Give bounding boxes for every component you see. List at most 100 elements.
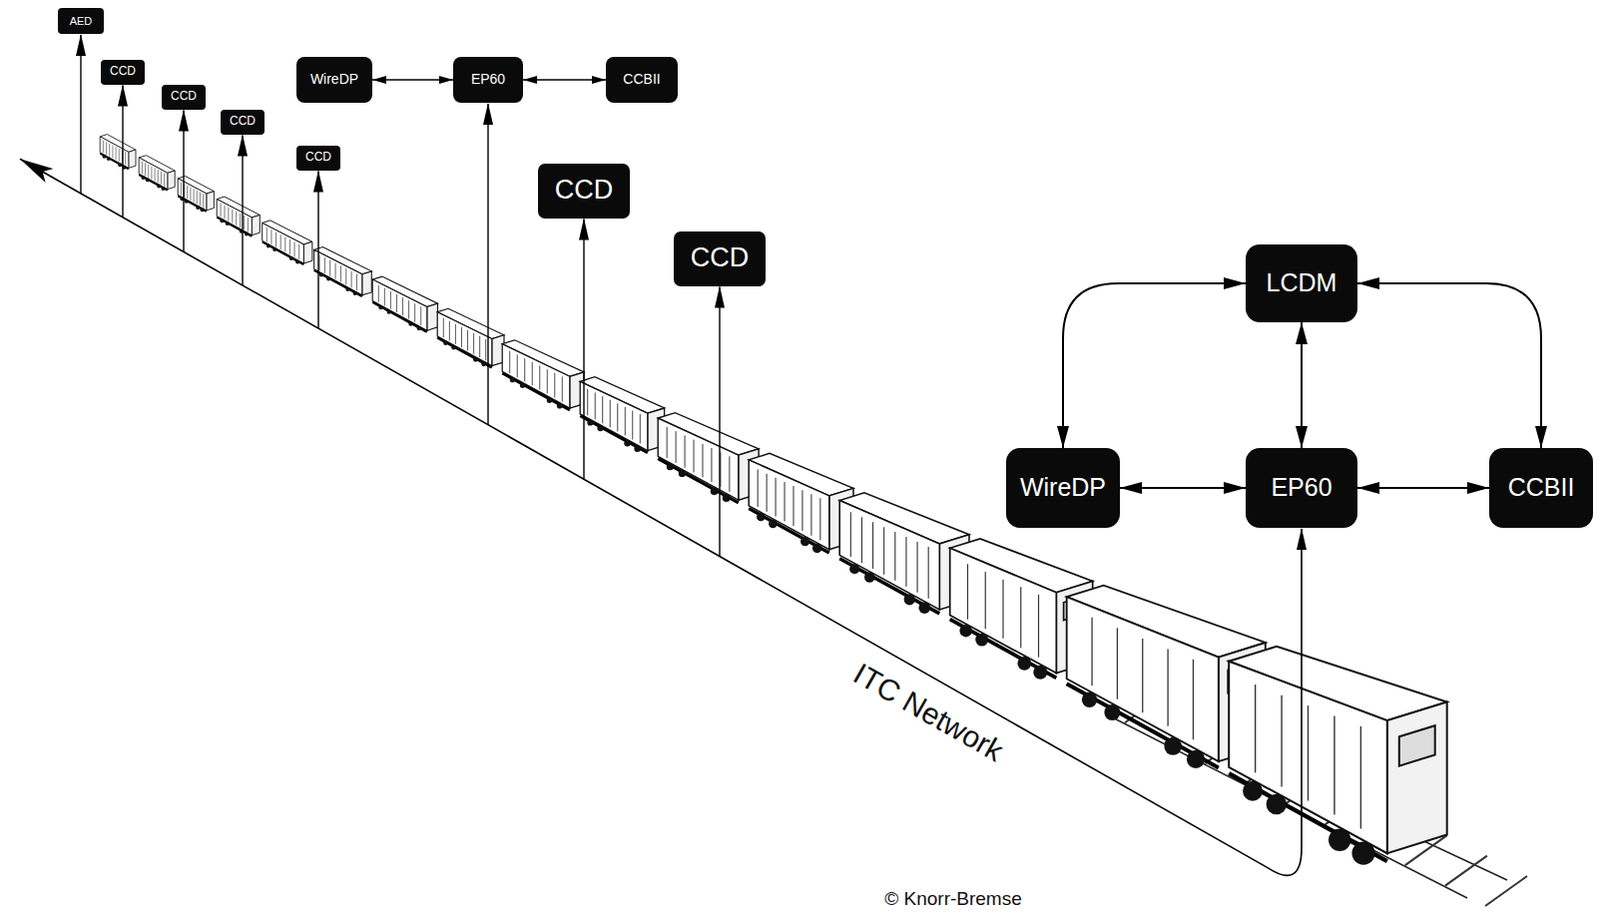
car-rib: [402, 297, 404, 316]
freight-car: [138, 155, 175, 191]
car-rib: [1166, 648, 1168, 726]
freight-car: [657, 413, 759, 504]
wheel: [623, 440, 630, 447]
wheel: [1017, 656, 1032, 671]
car-side: [1066, 596, 1219, 762]
device-name: CCD: [305, 150, 332, 164]
car-rib: [546, 369, 548, 394]
car-rib: [1280, 695, 1282, 788]
wheel: [710, 487, 719, 496]
wheel: [145, 177, 150, 182]
wheel: [666, 463, 674, 471]
car-rib: [118, 148, 120, 162]
network-leader: [182, 110, 184, 253]
car-rib: [396, 294, 398, 313]
car-rib: [553, 373, 555, 399]
device-box: CCD: [161, 84, 206, 110]
car-side: [579, 381, 648, 451]
bidirectional-arrow: [372, 78, 454, 81]
car-rib: [150, 166, 152, 180]
device-box: CCD: [296, 145, 341, 171]
car-side: [99, 136, 129, 169]
bidirectional-arrow: [1357, 283, 1542, 449]
wheel: [408, 322, 413, 327]
wheel: [244, 232, 249, 237]
rail-tie: [1445, 856, 1488, 887]
car-end: [427, 303, 439, 331]
car-rib: [917, 541, 919, 593]
underframe: [262, 241, 305, 265]
car-side: [372, 279, 428, 331]
rail-tie: [1485, 876, 1528, 907]
car-side: [502, 344, 570, 409]
wheel: [443, 341, 448, 346]
wheel: [546, 397, 552, 403]
device-name: WireDP: [1020, 474, 1106, 503]
car-rib: [340, 265, 342, 282]
car-rib: [408, 300, 410, 319]
car-side: [314, 249, 363, 295]
car-rib: [509, 351, 511, 374]
freight-car: [216, 196, 260, 237]
device-name: EP60: [1270, 474, 1332, 503]
device-box: CCD: [537, 163, 630, 219]
car-rib: [561, 376, 563, 402]
car-rib: [792, 486, 794, 527]
car-side: [950, 547, 1058, 673]
underframe: [99, 153, 129, 170]
car-rib: [810, 494, 812, 536]
freight-car: [372, 276, 438, 333]
car-rib: [479, 336, 481, 358]
car-rib: [1307, 705, 1309, 801]
wheel: [481, 361, 487, 367]
car-rib: [601, 396, 603, 424]
device-name: CCBII: [622, 71, 660, 87]
car-rib: [485, 339, 487, 361]
car-rib: [157, 169, 159, 183]
car-side: [138, 157, 168, 190]
car-rib: [378, 285, 380, 303]
car-rib: [105, 141, 107, 155]
car-rib: [1333, 716, 1335, 816]
wheel: [387, 310, 392, 315]
wheel: [225, 221, 230, 226]
car-rib: [1038, 594, 1040, 658]
car-end: [128, 149, 136, 168]
car-end: [362, 271, 373, 296]
car-rib: [147, 164, 149, 178]
freight-car: [502, 340, 584, 411]
wheel: [864, 571, 875, 582]
car-rib: [335, 263, 337, 280]
car-rib: [905, 536, 907, 587]
underframe: [1066, 683, 1219, 768]
wheel: [756, 513, 765, 522]
network-leader: [718, 287, 720, 557]
car-rib: [631, 411, 633, 441]
car-rib: [594, 392, 596, 420]
car-rib: [193, 188, 195, 202]
wheel: [1328, 829, 1351, 852]
underframe: [579, 416, 648, 454]
car-rib: [1116, 627, 1118, 699]
car-rib: [538, 365, 540, 390]
underframe: [177, 195, 207, 212]
car-rib: [108, 143, 110, 157]
car-side: [262, 222, 305, 264]
car-rib: [1192, 659, 1194, 740]
wheel: [586, 420, 593, 427]
wheel: [722, 494, 731, 503]
car-rib: [384, 288, 386, 307]
wheel: [272, 247, 277, 252]
car-rib: [154, 167, 156, 181]
wheel: [520, 383, 526, 389]
wheel: [975, 633, 989, 647]
wheel: [451, 345, 457, 351]
car-rib: [524, 358, 526, 382]
wheel: [1266, 794, 1287, 815]
wheel: [849, 563, 860, 574]
device-name: CCD: [690, 243, 750, 274]
car-rib: [883, 527, 885, 575]
car-end: [251, 215, 260, 236]
car-side: [839, 501, 940, 610]
wheel: [319, 273, 324, 278]
